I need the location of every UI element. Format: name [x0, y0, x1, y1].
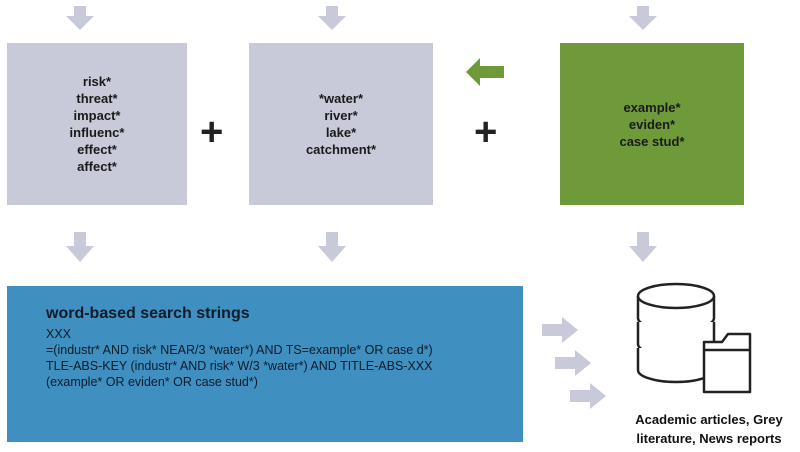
- search-string-line-2: =(industr* AND risk* NEAR/3 *water*) AND…: [46, 343, 433, 357]
- term-water: *water*: [318, 91, 364, 106]
- database-caption-line-2: literature, News reports: [636, 431, 782, 446]
- arrow-right-1: [542, 317, 578, 343]
- term-risk: risk*: [82, 74, 112, 89]
- term-impact: impact*: [73, 108, 121, 123]
- search-string-line-4: (example* OR eviden* OR case stud*): [46, 375, 258, 389]
- plus-operator-1: +: [200, 110, 224, 154]
- evidence-terms-box: example* eviden* case stud*: [560, 43, 744, 205]
- term-lake: lake*: [325, 125, 357, 140]
- arrow-down-top-1: [66, 6, 94, 30]
- search-strings-title: word-based search strings: [46, 305, 250, 322]
- arrow-down-mid-1: [66, 232, 94, 262]
- arrow-down-top-2: [318, 6, 346, 30]
- term-river: river*: [324, 108, 358, 123]
- arrow-down-top-3: [629, 6, 657, 30]
- term-catchment: catchment*: [305, 142, 377, 157]
- risk-terms-box: risk* threat* impact* influenc* effect* …: [7, 43, 187, 205]
- term-effect: effect*: [77, 142, 117, 157]
- arrow-right-3: [570, 383, 606, 409]
- arrow-left-green: [466, 58, 504, 86]
- arrow-down-mid-2: [318, 232, 346, 262]
- arrow-down-mid-3: [629, 232, 657, 262]
- term-example: example*: [623, 99, 681, 115]
- search-strings-box: word-based search strings XXX =(industr*…: [7, 286, 523, 442]
- term-affect: affect*: [77, 159, 117, 174]
- term-influence: influenc*: [69, 125, 125, 140]
- term-threat: threat*: [76, 91, 118, 106]
- search-string-line-1: XXX: [46, 327, 72, 341]
- arrow-right-2: [555, 350, 591, 376]
- water-terms-box: *water* river* lake* catchment*: [249, 43, 433, 205]
- plus-operator-2: +: [474, 110, 498, 154]
- database-caption: Academic articles, Grey literature, News…: [618, 410, 800, 448]
- database-caption-line-1: Academic articles, Grey: [635, 412, 783, 427]
- database-folder-icon: [636, 282, 752, 394]
- term-case-study: case stud*: [619, 133, 685, 149]
- search-string-line-3: TLE-ABS-KEY (industr* AND risk* W/3 *wat…: [46, 359, 433, 373]
- term-evidence: eviden*: [628, 116, 676, 132]
